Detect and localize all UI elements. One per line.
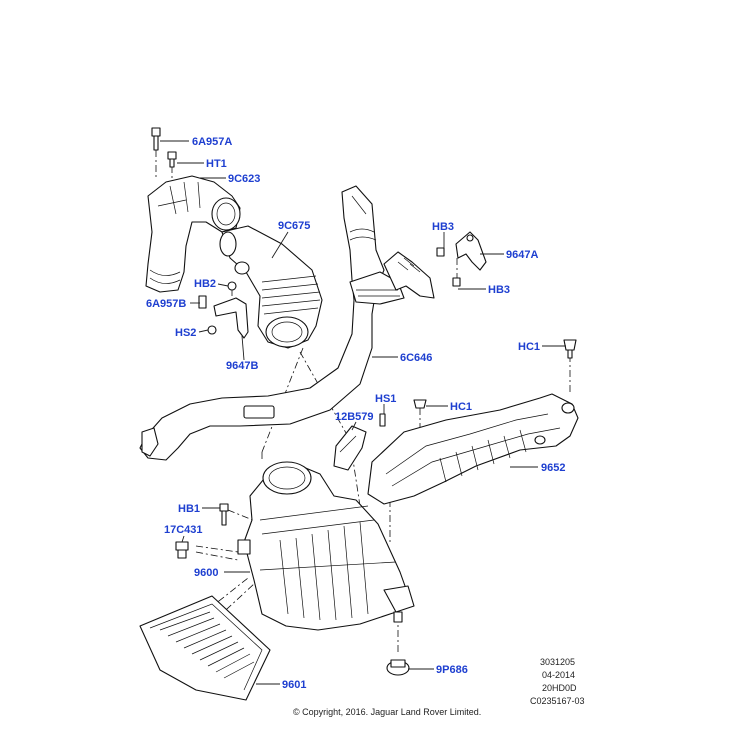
fastener-hs1 xyxy=(379,413,386,427)
label-9c675: 9C675 xyxy=(278,220,310,232)
fastener-hc1-mid xyxy=(413,399,427,409)
label-9652: 9652 xyxy=(541,462,565,474)
label-9c623: 9C623 xyxy=(228,173,260,185)
label-hs2: HS2 xyxy=(175,327,196,339)
label-12b579: 12B579 xyxy=(335,411,374,423)
bolt-hb1 xyxy=(219,503,229,526)
label-hb2: HB2 xyxy=(194,278,216,290)
air-inlet-pipe-part xyxy=(139,185,435,461)
copyright-text: © Copyright, 2016. Jaguar Land Rover Lim… xyxy=(293,707,481,717)
illustration-number: C0235167-03 xyxy=(530,696,585,706)
air-cleaner-box-part xyxy=(237,461,415,631)
resonator-hose-part xyxy=(219,225,323,349)
label-hb1: HB1 xyxy=(178,503,200,515)
sensor-12b579 xyxy=(333,425,367,471)
label-hs1: HS1 xyxy=(375,393,396,405)
bolt-6a957a xyxy=(151,127,161,151)
bracket-9647a xyxy=(436,231,487,287)
label-9647a: 9647A xyxy=(506,249,538,261)
air-filter-element-part xyxy=(139,595,271,701)
label-hc1-mid: HC1 xyxy=(450,401,472,413)
fastener-hc1-top xyxy=(563,339,577,359)
bracket-9647b xyxy=(198,281,249,339)
label-hb3-bottom: HB3 xyxy=(488,284,510,296)
grommet-17c431 xyxy=(175,541,189,559)
bolt-ht1 xyxy=(167,151,177,168)
reference-block: 3031205 04-2014 20HD0D C0235167-03 xyxy=(530,657,585,706)
reference-code: 20HD0D xyxy=(542,683,577,693)
label-17c431: 17C431 xyxy=(164,524,203,536)
label-hc1-top: HC1 xyxy=(518,341,540,353)
reference-date: 04-2014 xyxy=(542,670,575,680)
label-9601: 9601 xyxy=(282,679,306,691)
air-box-cover-part xyxy=(367,393,579,505)
label-hb3-top: HB3 xyxy=(432,221,454,233)
label-6a957a: 6A957A xyxy=(192,136,232,148)
label-6a957b: 6A957B xyxy=(146,298,186,310)
grommet-9p686 xyxy=(386,611,410,676)
reference-number: 3031205 xyxy=(540,657,575,667)
label-9647b: 9647B xyxy=(226,360,258,372)
label-9p686: 9P686 xyxy=(436,664,468,676)
label-ht1: HT1 xyxy=(206,158,227,170)
leader-lines xyxy=(160,140,566,685)
air-intake-duct-part xyxy=(145,175,241,293)
label-6c646: 6C646 xyxy=(400,352,432,364)
label-9600: 9600 xyxy=(194,567,218,579)
callout-labels: 6A957A HT1 9C623 9C675 HB3 9647A HB3 HB2… xyxy=(146,136,565,691)
